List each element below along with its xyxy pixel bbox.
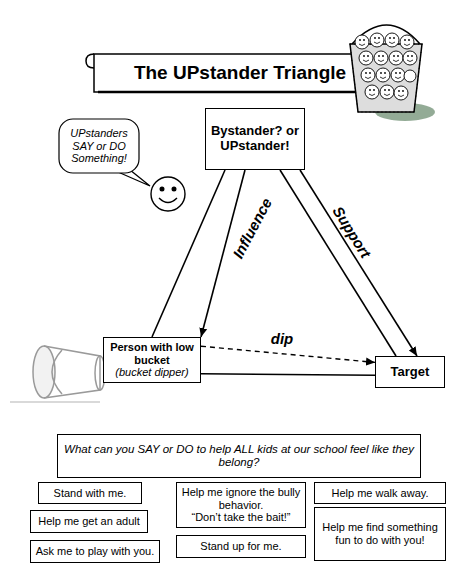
- text-box: Stand with me.: [38, 482, 142, 504]
- node-text: UPstanders SAY or DO Something!: [62, 127, 136, 165]
- text-box: Bystander? or UPstander!: [205, 108, 305, 170]
- text-box: Help me walk away.: [314, 482, 446, 504]
- node-text: Help me get an adult: [38, 515, 140, 528]
- triangle-side: [152, 170, 225, 337]
- text-box: Help me get an adult: [30, 510, 148, 533]
- edge-label: Support: [330, 203, 375, 261]
- node-text: Stand with me.: [54, 487, 127, 500]
- node-subtext: “Don’t take the bait!”: [191, 511, 290, 524]
- text-box: Person with low bucket(bucket dipper): [103, 337, 201, 383]
- empty-bucket: [10, 346, 105, 402]
- node-subtext: (bucket dipper): [115, 366, 188, 379]
- speech-bubble: UPstanders SAY or DO Something!: [58, 118, 140, 174]
- full-bucket: [350, 25, 435, 121]
- text-box: Help me ignore the bully behavior.“Don’t…: [176, 482, 306, 528]
- node-text: What can you SAY or DO to help ALL kids …: [62, 443, 416, 469]
- edge-label: dip: [271, 330, 294, 347]
- text-box: Help me find something fun to do with yo…: [314, 507, 446, 561]
- smiley-face: [151, 177, 185, 211]
- node-text: Help me walk away.: [332, 487, 429, 500]
- arrow: [300, 170, 417, 356]
- node-text: Ask me to play with you.: [36, 545, 155, 558]
- title-banner: [86, 54, 394, 92]
- text-box: Target: [375, 356, 445, 388]
- node-text: Bystander? or UPstander!: [210, 124, 300, 154]
- diagram-title: The UPstander Triangle: [100, 56, 380, 90]
- edge-label: Influence: [229, 195, 275, 261]
- text-box: Stand up for me.: [176, 535, 306, 558]
- triangle-side: [280, 170, 396, 356]
- node-text: Target: [391, 365, 430, 380]
- node-text: Stand up for me.: [200, 540, 281, 553]
- dashed-arrow: [201, 346, 375, 362]
- text-box: What can you SAY or DO to help ALL kids …: [57, 434, 421, 478]
- node-text: Help me ignore the bully behavior.: [181, 486, 301, 511]
- node-text: Help me find something fun to do with yo…: [319, 521, 441, 546]
- triangle-side: [201, 374, 375, 375]
- text-box: Ask me to play with you.: [30, 540, 160, 563]
- node-text: Person with low bucket: [108, 341, 196, 366]
